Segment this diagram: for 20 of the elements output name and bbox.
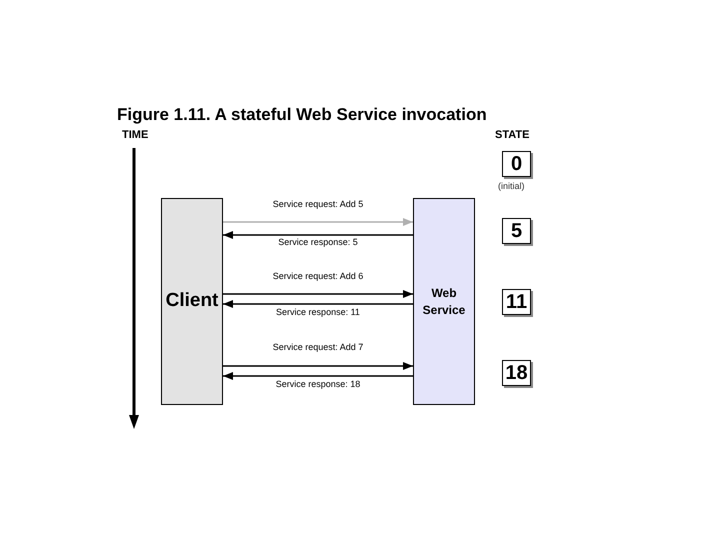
state-box bbox=[502, 218, 531, 244]
arrow bbox=[223, 372, 413, 380]
arrow bbox=[223, 218, 413, 226]
arrow bbox=[223, 290, 413, 298]
node-label: 5 bbox=[510, 219, 522, 244]
arrow bbox=[223, 300, 413, 308]
node-label: 18 bbox=[505, 361, 528, 386]
arrow bbox=[223, 231, 413, 239]
figure-title: Figure 1.11. A stateful Web Service invocation bbox=[117, 104, 487, 126]
state-note: (initial) bbox=[498, 180, 525, 193]
node-label: 11 bbox=[506, 290, 528, 315]
node-label: Client bbox=[166, 289, 218, 314]
axis-heading: STATE bbox=[495, 128, 530, 143]
node-label: Web Service bbox=[422, 284, 466, 318]
state-box bbox=[502, 151, 531, 177]
client-box bbox=[161, 198, 223, 405]
axis-heading: TIME bbox=[122, 128, 148, 143]
node-label: 0 bbox=[510, 152, 522, 177]
arrow bbox=[223, 362, 413, 370]
service-box bbox=[413, 198, 475, 405]
